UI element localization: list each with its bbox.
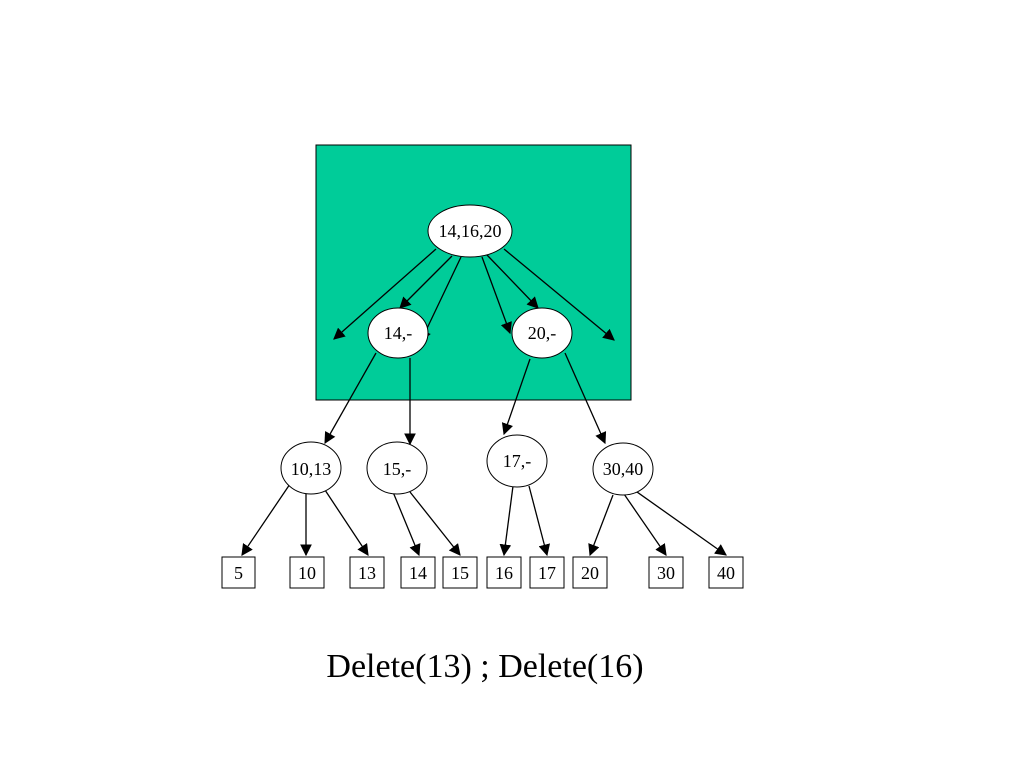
root-node: 14,16,20 xyxy=(427,204,513,258)
edge-17-to-17 xyxy=(528,485,551,557)
internal-node-14: 14,- xyxy=(367,307,429,359)
caption: Delete(13) ; Delete(16) xyxy=(326,648,644,685)
leaf-14-label: 14 xyxy=(409,563,427,583)
node-17-label: 17,- xyxy=(503,451,532,471)
leaf-13: 13 xyxy=(349,556,385,589)
internal-node-20-label: 20,- xyxy=(528,323,557,343)
tree-diagram: 14,16,20 14,- 20,- 10,13 15,- 17,- 30,40… xyxy=(221,144,744,589)
edge-15-to-14 xyxy=(392,491,421,557)
edge-30-40-to-20 xyxy=(588,494,614,557)
edge-20-to-30-40 xyxy=(564,352,607,445)
leaf-14: 14 xyxy=(400,556,436,589)
leaf-20-label: 20 xyxy=(581,563,599,583)
highlight-box xyxy=(315,144,632,401)
leaf-20: 20 xyxy=(572,556,608,589)
leaf-5: 5 xyxy=(221,556,256,589)
edge-root-node-20 xyxy=(486,254,539,309)
leaf-40: 40 xyxy=(708,556,744,589)
node-10-13: 10,13 xyxy=(280,441,342,495)
node-30-40: 30,40 xyxy=(592,442,654,496)
edge-root-node-14 xyxy=(399,255,453,309)
leaf-5-label: 5 xyxy=(234,563,243,583)
root-node-label: 14,16,20 xyxy=(439,221,502,241)
edge-root-left-pointer xyxy=(333,248,437,340)
leaf-30-label: 30 xyxy=(657,563,675,583)
node-30-40-label: 30,40 xyxy=(603,459,644,479)
leaf-13-label: 13 xyxy=(358,563,376,583)
edge-10-13-to-5 xyxy=(241,483,291,556)
leaf-10: 10 xyxy=(289,556,325,589)
edge-20-to-17 xyxy=(501,358,531,436)
leaf-17-label: 17 xyxy=(538,563,556,583)
edge-15-to-15 xyxy=(409,491,461,556)
edge-root-node-20-inner xyxy=(481,256,512,335)
leaf-16: 16 xyxy=(486,556,522,589)
edges xyxy=(241,248,727,557)
leaf-17: 17 xyxy=(529,556,565,589)
node-17: 17,- xyxy=(486,434,548,488)
node-10-13-label: 10,13 xyxy=(291,459,332,479)
leaf-10-label: 10 xyxy=(298,563,316,583)
edge-10-13-to-13 xyxy=(322,486,369,556)
edge-14-to-10-13 xyxy=(324,352,377,445)
leaf-30: 30 xyxy=(648,556,684,589)
node-15: 15,- xyxy=(366,441,428,495)
edge-30-40-to-40 xyxy=(629,486,727,556)
leaf-40-label: 40 xyxy=(717,563,735,583)
leaf-15-label: 15 xyxy=(451,563,469,583)
edge-30-40-to-30 xyxy=(623,493,667,556)
edge-17-to-16 xyxy=(499,485,514,557)
leaf-16-label: 16 xyxy=(495,563,513,583)
leaf-15: 15 xyxy=(442,556,478,589)
internal-node-20: 20,- xyxy=(511,307,573,359)
edge-root-right-pointer xyxy=(503,248,615,341)
internal-node-14-label: 14,- xyxy=(384,323,413,343)
node-15-label: 15,- xyxy=(383,459,412,479)
